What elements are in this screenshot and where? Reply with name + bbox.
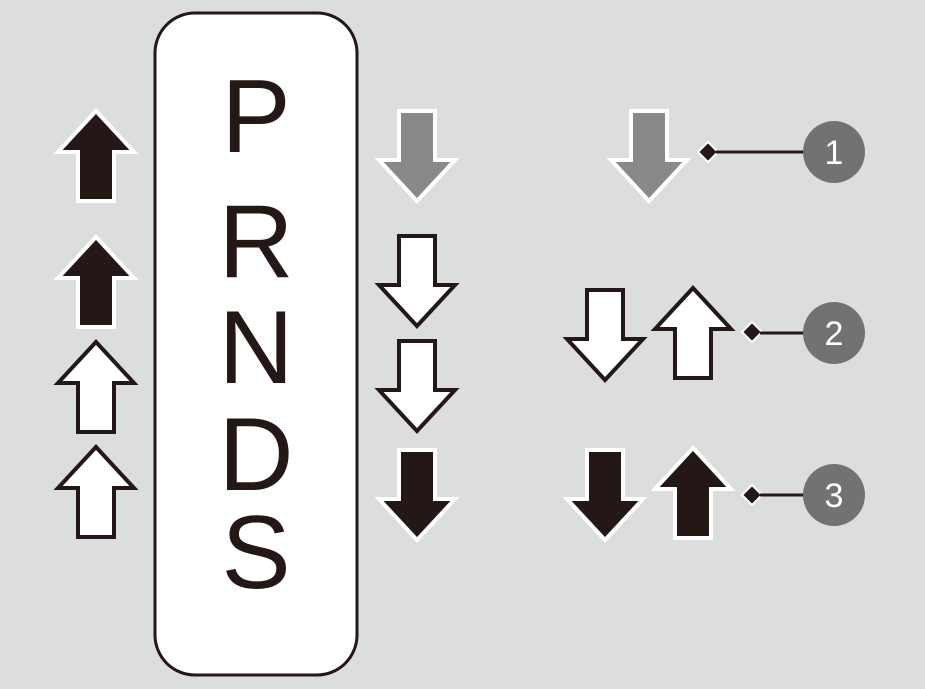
number-badge-label: 1 [825, 134, 844, 172]
right-black-arrow-down-icon [374, 448, 460, 543]
legend-item-1: 1 [696, 121, 865, 183]
gear-r: R [218, 184, 293, 300]
left-black-arrow-up-icon [53, 108, 139, 203]
pointer-diamond-icon [740, 483, 764, 507]
left-white-arrow-up-icon [53, 444, 139, 539]
legend-white-arrow-down-icon [562, 288, 648, 383]
gear-n: N [218, 290, 293, 406]
legend-item-3: 3 [740, 464, 865, 526]
number-badge [803, 302, 865, 364]
gear-s: S [221, 495, 290, 611]
right-white-arrow-down-icon [374, 339, 460, 434]
pointer-diamond-icon [696, 140, 720, 164]
number-badge-label: 3 [825, 477, 844, 515]
number-badge-label: 2 [825, 315, 844, 353]
right-gray-arrow-down-icon [374, 109, 460, 204]
legend-item-2: 2 [740, 302, 865, 364]
gear-d: D [218, 397, 293, 513]
legend-white-arrow-up-icon [650, 285, 736, 380]
left-black-arrow-up-icon [53, 234, 139, 329]
left-white-arrow-up-icon [53, 339, 139, 434]
number-badge [803, 121, 865, 183]
legend-gray-arrow-down-icon [606, 109, 692, 204]
gear-p: P [221, 59, 290, 175]
gear-selector-panel [153, 11, 359, 677]
legend-black-arrow-down-icon [562, 448, 648, 543]
legend-black-arrow-up-icon [650, 445, 736, 540]
number-badge [803, 464, 865, 526]
pointer-diamond-icon [740, 320, 764, 344]
right-white-arrow-down-icon [374, 234, 460, 329]
